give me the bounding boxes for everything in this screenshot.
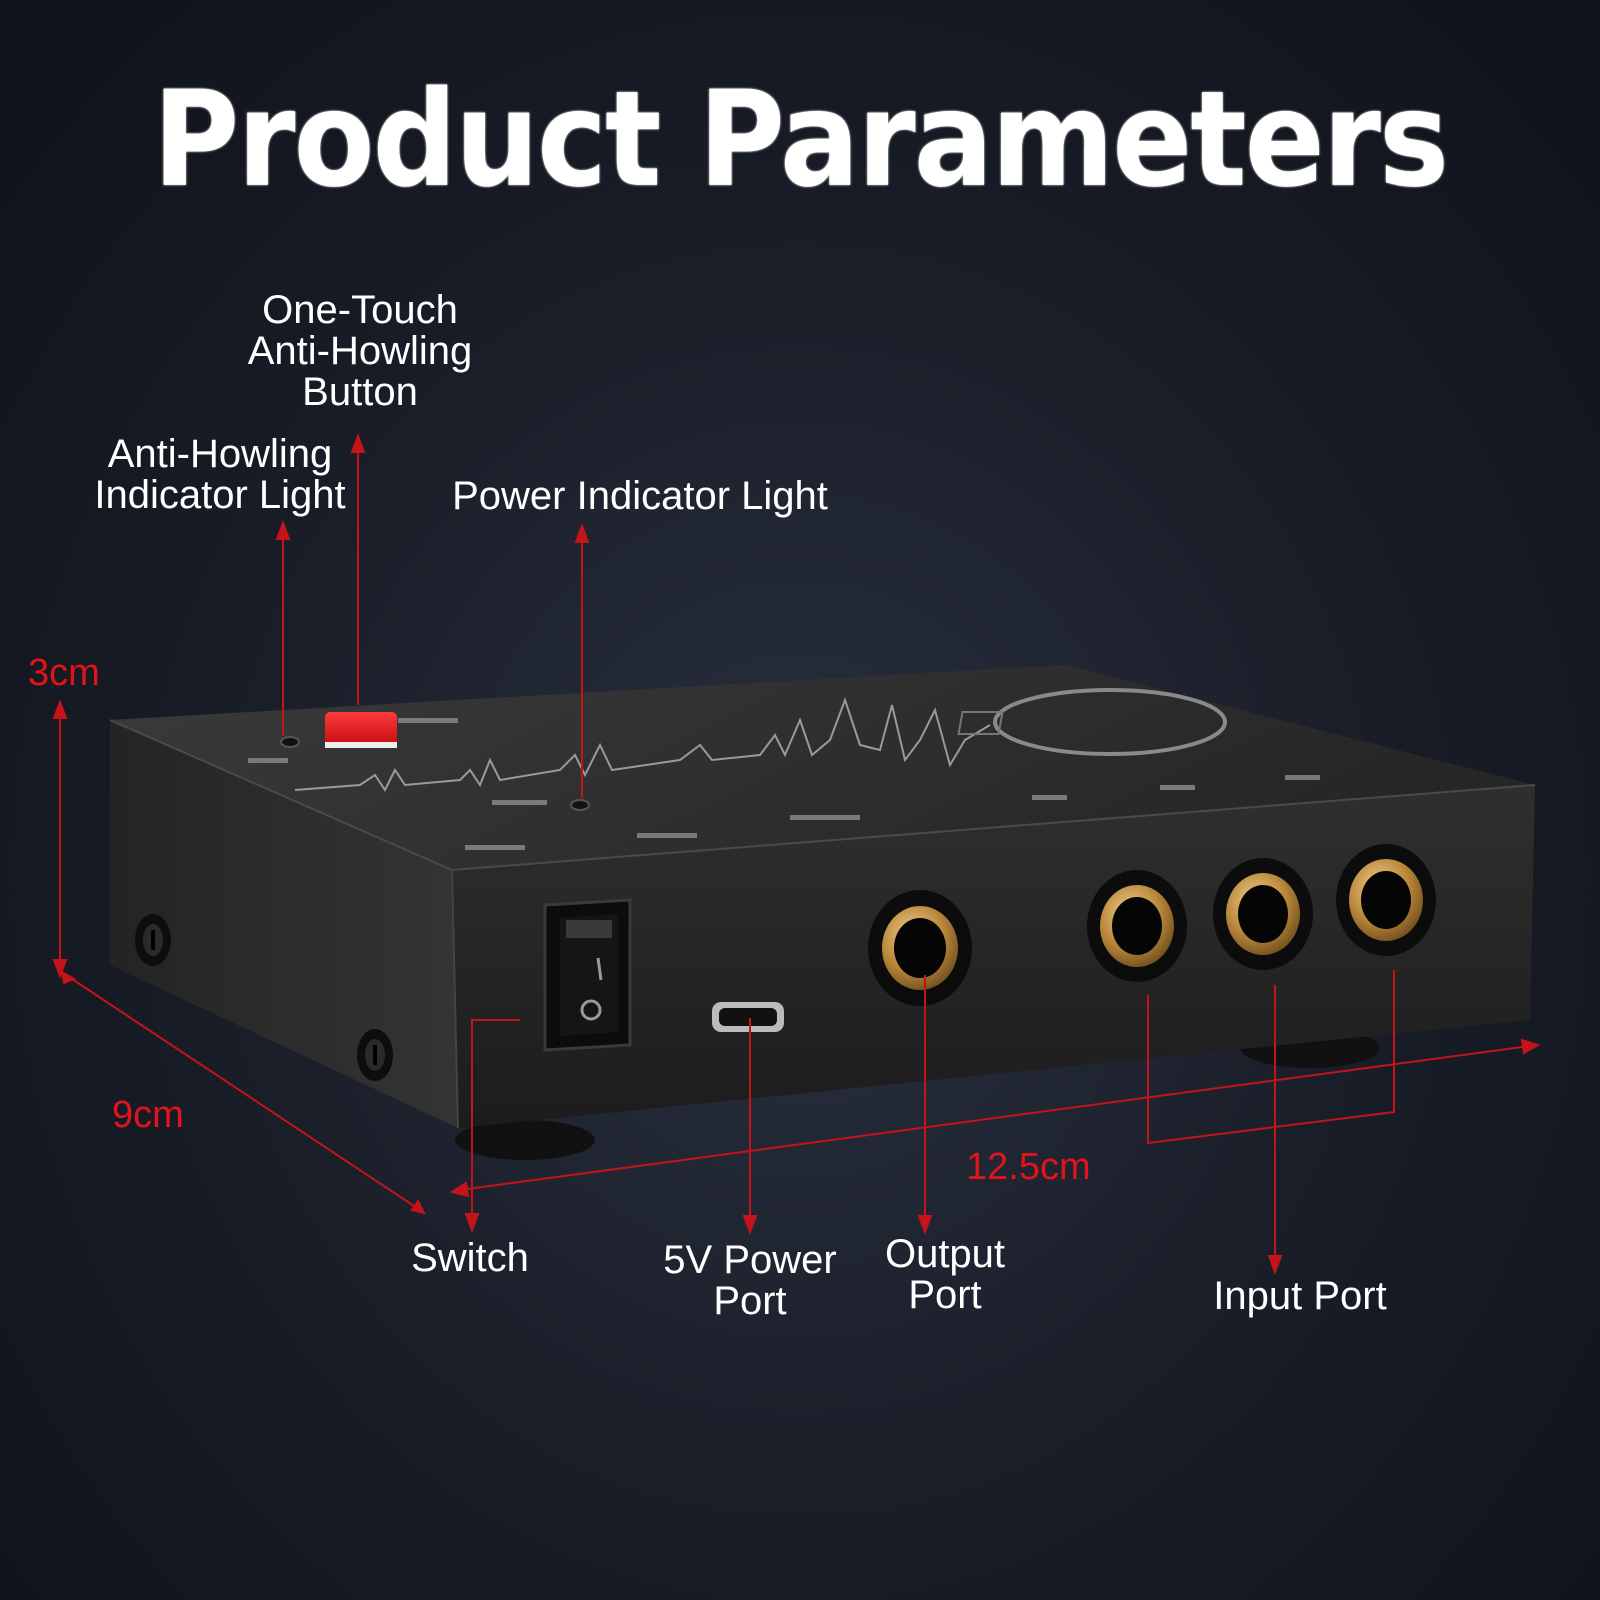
screw	[357, 1029, 393, 1081]
input-jack	[1213, 858, 1313, 970]
power-led	[570, 799, 590, 811]
page-title: Product Parameters	[152, 61, 1449, 217]
usb-port	[712, 1002, 784, 1032]
callout-output-port: Output Port	[884, 1232, 1006, 1317]
anti-howling-button-shape	[325, 712, 397, 746]
device-top	[110, 665, 1535, 870]
input-jack	[1087, 870, 1187, 982]
callout-one-touch-button: One-Touch Anti-Howling Button	[247, 288, 473, 414]
dimension-width: 12.5cm	[966, 1146, 1091, 1188]
callout-input-port: Input Port	[1213, 1274, 1387, 1318]
logo-circle	[993, 688, 1227, 756]
device-side	[110, 720, 458, 1128]
callout-power-light: Power Indicator Light	[452, 474, 828, 518]
callout-anti-howling-light: Anti-Howling Indicator Light	[94, 432, 346, 517]
input-jack	[1336, 844, 1436, 956]
power-switch	[543, 898, 632, 1052]
callout-switch: Switch	[411, 1236, 529, 1280]
dimension-height: 3cm	[28, 652, 100, 694]
anti-howling-led	[280, 736, 300, 748]
output-jack	[868, 890, 972, 1006]
screw	[135, 914, 171, 966]
waveform-print	[294, 697, 991, 792]
callout-power-port: 5V Power Port	[663, 1238, 837, 1323]
foot	[455, 1120, 595, 1160]
dimension-depth: 9cm	[112, 1094, 184, 1136]
